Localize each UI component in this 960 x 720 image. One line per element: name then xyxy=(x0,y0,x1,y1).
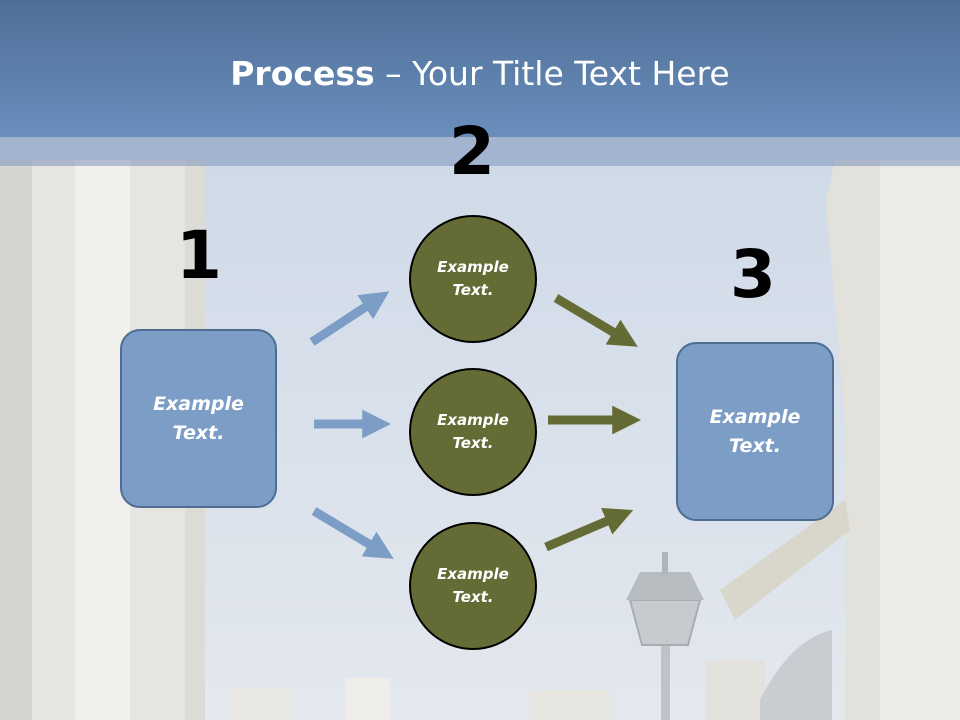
header-bar xyxy=(0,0,960,137)
step3-box: Example Text. xyxy=(676,342,834,521)
circle-middle-text-line2: Text. xyxy=(452,434,494,452)
slide-title: Process – Your Title Text Here xyxy=(0,52,960,96)
circle-middle-text-line1: Example xyxy=(437,411,509,429)
header-strip xyxy=(0,137,960,166)
step1-text-line1: Example xyxy=(153,392,244,415)
circle-bottom: Example Text. xyxy=(409,522,537,650)
circle-middle: Example Text. xyxy=(409,368,537,496)
arrow-circle-bottom-to-box3 xyxy=(544,507,634,552)
circle-top: Example Text. xyxy=(409,215,537,343)
arrow-box1-to-circle-bottom xyxy=(311,507,394,559)
circle-bottom-text-line2: Text. xyxy=(452,588,494,606)
title-rest: – Your Title Text Here xyxy=(374,54,730,93)
step1-box: Example Text. xyxy=(120,329,277,508)
step-number-2: 2 xyxy=(449,113,495,190)
step-number-3: 3 xyxy=(730,236,776,313)
arrow-box1-to-circle-top xyxy=(309,291,390,346)
arrow-circle-top-to-box3 xyxy=(553,294,638,347)
title-bold: Process xyxy=(230,54,375,93)
step3-text-line2: Text. xyxy=(729,434,781,457)
step1-text-line2: Text. xyxy=(172,421,225,444)
step-number-1: 1 xyxy=(176,217,222,294)
circle-top-text-line1: Example xyxy=(437,258,509,276)
step3-text-line1: Example xyxy=(709,405,801,428)
circle-top-text-line2: Text. xyxy=(452,281,494,299)
circle-bottom-text-line1: Example xyxy=(437,565,509,583)
